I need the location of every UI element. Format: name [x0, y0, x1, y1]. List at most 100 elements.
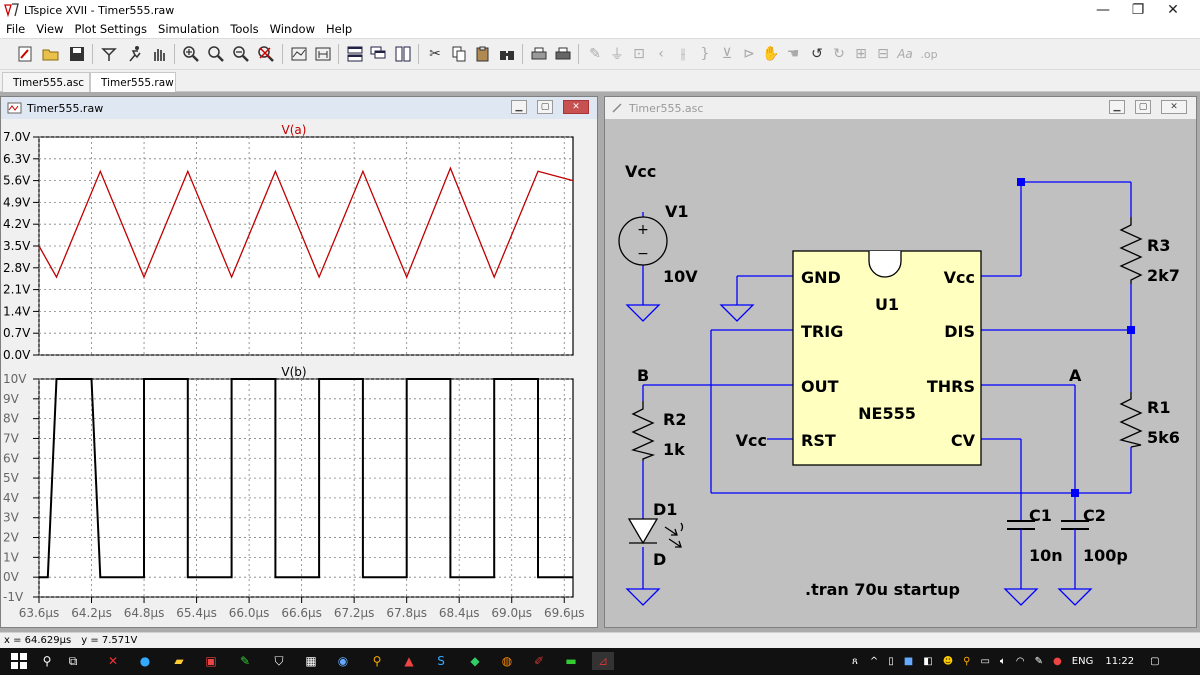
task-view-icon[interactable]: ⧉: [68, 653, 78, 668]
tab-timer555-raw[interactable]: Timer555.raw: [90, 72, 176, 92]
calculator-icon[interactable]: ▦: [305, 654, 317, 668]
copy-icon[interactable]: [448, 43, 470, 65]
waveform-minimize-button[interactable]: ▁: [511, 100, 527, 114]
spice-directive-icon[interactable]: .op: [920, 47, 938, 61]
resistor-r1[interactable]: [1119, 392, 1143, 448]
print-setup-icon[interactable]: [528, 43, 550, 65]
start-button[interactable]: [10, 652, 28, 670]
tray-search-icon[interactable]: ⚲: [963, 656, 971, 667]
tray-usb-icon[interactable]: ▯: [888, 656, 894, 667]
tray-red-icon[interactable]: ●: [1053, 656, 1062, 667]
control-panel-icon[interactable]: [98, 43, 120, 65]
tray-app2-icon[interactable]: ◧: [923, 656, 933, 667]
zoom-out-icon[interactable]: [230, 43, 252, 65]
undo-icon[interactable]: ↺: [811, 46, 823, 62]
label-net-icon[interactable]: ⊡: [633, 46, 645, 62]
app-pdf-icon[interactable]: ▣: [205, 654, 217, 668]
waveform-plot-area[interactable]: 7.0V6.3V5.6V4.9V4.2V3.5V2.8V2.1V1.4V0.7V…: [1, 119, 597, 627]
ground-icon[interactable]: ⏚: [610, 47, 624, 63]
people-icon[interactable]: ጸ: [852, 656, 858, 667]
zoom-in-icon[interactable]: [180, 43, 202, 65]
zoom-cancel-icon[interactable]: [255, 43, 277, 65]
find-icon[interactable]: [496, 43, 518, 65]
waveform-window-titlebar[interactable]: Timer555.raw: [1, 97, 597, 119]
open-folder-icon[interactable]: [40, 43, 62, 65]
menu-simulation[interactable]: Simulation: [158, 22, 220, 36]
rotate-icon[interactable]: ⊞: [855, 46, 867, 62]
paste-icon[interactable]: [472, 43, 494, 65]
tile-vertical-icon[interactable]: [392, 43, 414, 65]
trace-label-vb[interactable]: V(b): [281, 365, 306, 379]
schematic-window-titlebar[interactable]: Timer555.asc: [605, 97, 1196, 119]
app-terminal-icon[interactable]: ▬: [565, 654, 577, 668]
wifi-icon[interactable]: ◠: [1015, 656, 1025, 667]
cut-icon[interactable]: ✂: [429, 46, 441, 62]
app-notepad-icon[interactable]: ✎: [239, 654, 251, 668]
schematic-minimize-button[interactable]: ▁: [1109, 100, 1125, 114]
search-icon[interactable]: ⚲: [42, 654, 52, 668]
ic-ne555[interactable]: [792, 250, 982, 466]
component-icon[interactable]: ⊳: [743, 46, 755, 62]
spice-directive[interactable]: .tran 70u startup: [805, 580, 960, 599]
volume-icon[interactable]: 🔈︎: [999, 656, 1006, 667]
skype-icon[interactable]: S: [437, 654, 445, 668]
firefox-icon[interactable]: ◍: [501, 654, 513, 668]
schematic-close-button[interactable]: ✕: [1161, 100, 1187, 114]
resistor-r3[interactable]: [1119, 217, 1143, 284]
app-x-icon[interactable]: ✕: [107, 654, 119, 668]
led-d1[interactable]: [627, 518, 684, 548]
autorange-icon[interactable]: [288, 43, 310, 65]
app-green-icon[interactable]: ◆: [470, 654, 480, 668]
diode-icon[interactable]: ⊻: [721, 46, 733, 62]
menu-window[interactable]: Window: [269, 22, 315, 36]
mirror-icon[interactable]: ⊟: [877, 46, 889, 62]
app-red-icon[interactable]: ▲: [404, 654, 414, 668]
notifications-icon[interactable]: ▢: [1150, 656, 1160, 667]
battery-icon[interactable]: ▭: [980, 656, 990, 667]
tab-timer555-asc[interactable]: Timer555.asc: [2, 72, 90, 92]
app-circle-icon[interactable]: ●: [139, 654, 151, 668]
file-explorer-icon[interactable]: ▰: [174, 654, 184, 668]
tray-pen-icon[interactable]: ✎: [1034, 656, 1044, 667]
app-search-orange-icon[interactable]: ⚲: [372, 654, 382, 668]
trace-vb[interactable]: [39, 378, 573, 579]
trace-label-va[interactable]: V(a): [282, 123, 307, 137]
clock[interactable]: 11:22: [1105, 656, 1135, 667]
close-button[interactable]: ✕: [1150, 0, 1196, 20]
app-shield-icon[interactable]: ⛉: [274, 653, 284, 668]
text-icon[interactable]: Aa: [897, 47, 913, 61]
manual-range-icon[interactable]: [312, 43, 334, 65]
menu-plot-settings[interactable]: Plot Settings: [74, 22, 148, 36]
voltage-source-v1[interactable]: + −: [618, 216, 668, 266]
menu-file[interactable]: File: [6, 22, 26, 36]
save-icon[interactable]: [66, 43, 88, 65]
new-schematic-icon[interactable]: [14, 43, 36, 65]
redo-icon[interactable]: ↻: [833, 46, 845, 62]
tray-expand-icon[interactable]: ^: [869, 656, 879, 667]
run-icon[interactable]: [124, 43, 146, 65]
move-hand-icon[interactable]: ✋: [762, 46, 780, 62]
zoom-fit-icon[interactable]: [205, 43, 227, 65]
menu-tools[interactable]: Tools: [230, 22, 259, 36]
app-blue-icon[interactable]: ◉: [337, 654, 349, 668]
halt-hand-icon[interactable]: [148, 43, 170, 65]
tray-app-icon[interactable]: ■: [903, 656, 914, 667]
schematic-canvas[interactable]: + −: [605, 119, 1196, 627]
menu-help[interactable]: Help: [326, 22, 353, 36]
pane-b-plot[interactable]: [38, 378, 574, 598]
draw-wire-icon[interactable]: ✎: [589, 46, 601, 62]
maximize-button[interactable]: ❐: [1115, 0, 1161, 20]
cascade-icon[interactable]: [368, 43, 390, 65]
schematic-restore-button[interactable]: ▢: [1135, 100, 1151, 114]
resistor-icon[interactable]: ‹: [658, 46, 664, 62]
language-indicator[interactable]: ENG: [1071, 656, 1094, 667]
resistor-r2[interactable]: [631, 401, 656, 461]
trace-va[interactable]: [38, 166, 574, 279]
capacitor-icon[interactable]: ⫲: [680, 46, 686, 62]
waveform-close-button[interactable]: ✕: [563, 100, 589, 114]
print-icon[interactable]: [552, 43, 574, 65]
tile-horizontal-icon[interactable]: [344, 43, 366, 65]
minimize-button[interactable]: —: [1080, 0, 1126, 20]
tray-smile-icon[interactable]: ☻: [942, 656, 954, 667]
inductor-icon[interactable]: }: [700, 46, 710, 62]
